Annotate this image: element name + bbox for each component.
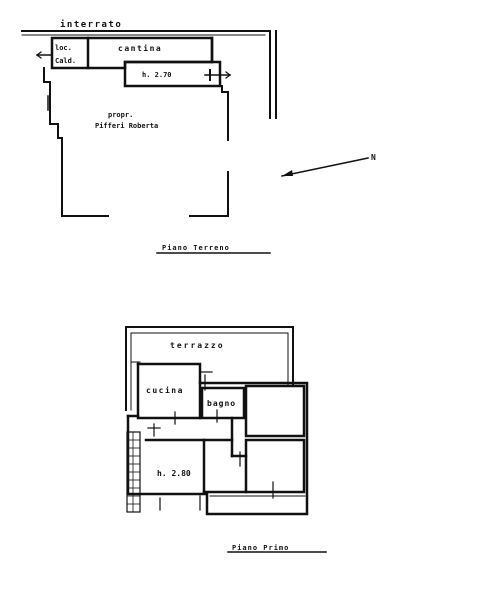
cellar-height-label: h. 2.70 — [142, 71, 172, 79]
ground-floor-title: Piano Terreno — [162, 244, 230, 252]
kitchen-label: cucina — [146, 385, 184, 395]
first-floor-title: Piano Primo — [232, 544, 289, 552]
north-arrow — [281, 157, 369, 177]
door-marks — [36, 51, 231, 81]
interior-walls — [136, 381, 306, 497]
owner-label-line2: Pifferi Roberta — [95, 122, 158, 130]
terrace — [125, 326, 294, 411]
north-label: N — [371, 153, 376, 162]
owner-label-line1: propr. — [108, 111, 133, 119]
boiler-label-line1: loc. — [55, 44, 72, 52]
basement-boundary — [21, 30, 277, 119]
first-floor-outline — [126, 362, 309, 516]
cellar-label: cantina — [118, 43, 162, 53]
boiler-room — [50, 36, 90, 70]
ground-floor-plan: interrato loc. Cald. cantina h. 2.70 pro… — [21, 19, 376, 254]
ground-floor-outline — [43, 67, 229, 217]
basement-label: interrato — [60, 19, 122, 30]
door-marks — [147, 371, 274, 511]
staircase — [126, 431, 141, 513]
first-floor-plan: terrazzo cucina bagno h. 2.80 Piano Prim… — [125, 326, 327, 553]
room-height-label: h. 2.80 — [157, 469, 191, 478]
cellar-room — [86, 36, 222, 88]
bathroom-label: bagno — [207, 399, 236, 408]
boiler-label-line2: Cald. — [55, 57, 76, 65]
terrace-label: terrazzo — [170, 341, 225, 350]
